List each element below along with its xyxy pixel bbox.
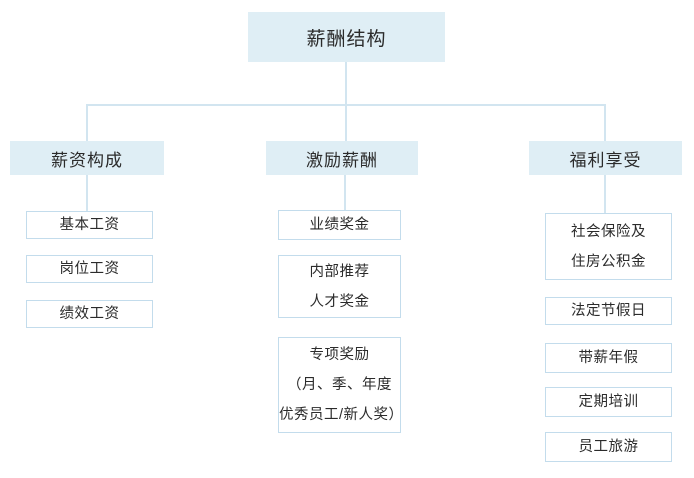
node-label: 福利享受	[569, 150, 642, 170]
node-statutory-holidays: 法定节假日	[545, 297, 672, 325]
node-label: 员工旅游	[578, 439, 639, 455]
node-label: 带薪年假	[578, 350, 639, 366]
node-special-award: 专项奖励 （月、季、年度 优秀员工/新人奖）	[278, 337, 404, 433]
node-label: 薪酬结构	[306, 28, 387, 50]
node-label-line-2: （月、季、年度	[287, 377, 392, 393]
node-benefits: 福利享受	[529, 141, 682, 175]
node-performance-bonus: 业绩奖金	[278, 210, 401, 240]
node-label-line-1: 社会保险及	[571, 223, 646, 240]
connector-root-stub	[345, 62, 347, 105]
node-performance-salary: 绩效工资	[26, 300, 153, 328]
connector-drop-left	[86, 104, 88, 141]
node-employee-travel: 员工旅游	[545, 432, 672, 462]
node-paid-annual-leave: 带薪年假	[545, 343, 672, 373]
node-regular-training: 定期培训	[545, 387, 672, 417]
node-label: 基本工资	[59, 217, 120, 233]
connector-stub-middle-children	[344, 175, 346, 210]
connector-stub-left-children	[86, 175, 88, 211]
node-referral-bonus: 内部推荐 人才奖金	[278, 255, 401, 318]
node-label-line-1: 专项奖励	[309, 347, 370, 363]
node-label: 法定节假日	[571, 303, 646, 319]
node-label: 绩效工资	[59, 306, 120, 322]
node-label-line-3: 优秀员工/新人奖）	[279, 407, 404, 423]
node-label: 业绩奖金	[309, 217, 370, 233]
node-label: 定期培训	[578, 394, 639, 410]
node-label: 岗位工资	[59, 261, 120, 277]
node-label-line-1: 内部推荐	[309, 263, 370, 280]
connector-drop-right	[604, 104, 606, 141]
node-salary-structure: 薪酬结构	[248, 12, 445, 62]
connector-drop-middle	[345, 104, 347, 141]
node-social-insurance-housing-fund: 社会保险及 住房公积金	[545, 213, 672, 280]
node-label: 激励薪酬	[306, 150, 378, 170]
node-label-line-2: 住房公积金	[571, 253, 646, 270]
node-label: 薪资构成	[51, 150, 123, 170]
node-incentive-pay: 激励薪酬	[266, 141, 418, 175]
connector-stub-right-children	[604, 175, 606, 213]
node-label-line-2: 人才奖金	[309, 293, 370, 310]
node-position-salary: 岗位工资	[26, 255, 153, 283]
node-base-salary: 基本工资	[26, 211, 153, 239]
node-salary-composition: 薪资构成	[10, 141, 164, 175]
